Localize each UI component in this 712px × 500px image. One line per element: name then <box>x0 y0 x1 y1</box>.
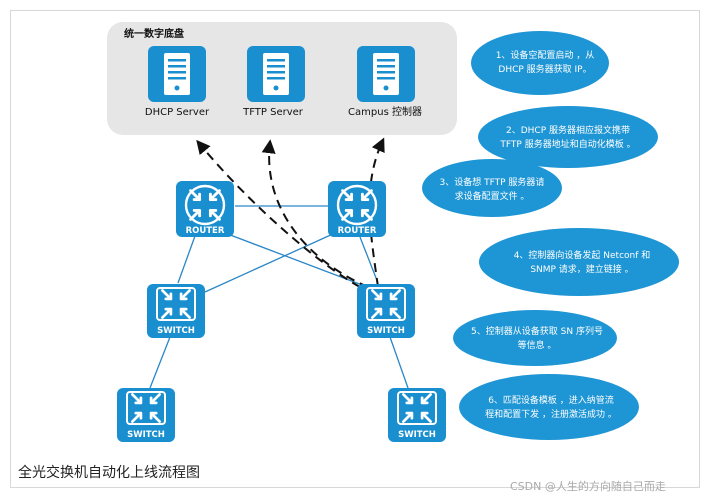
server-label-campus: Campus 控制器 <box>348 105 422 118</box>
step-bubble-5: 5、控制器从设备获取 SN 序列号 等信息 。 <box>453 310 617 366</box>
link-router1-switch1 <box>177 235 196 284</box>
step-bubble-2: 2、DHCP 服务器相应报文携带 TFTP 服务器地址和自动化模板 。 <box>478 106 658 168</box>
server-tftp <box>247 46 305 102</box>
link-router2-switch2 <box>359 236 379 284</box>
step-3-line-2: 求设备配置文件 。 <box>455 190 530 202</box>
step-6-line-1: 6、匹配设备模板 ，进入纳管流 <box>488 394 614 406</box>
step-4-line-1: 4、控制器向设备发起 Netconf 和 <box>514 249 651 261</box>
server-icon <box>247 46 305 102</box>
switch-label: SWITCH <box>157 326 195 336</box>
step-5-line-1: 5、控制器从设备获取 SN 序列号 <box>471 325 603 337</box>
link-router2-switch1 <box>204 232 336 293</box>
switch-3: SWITCH <box>117 388 175 442</box>
server-icon <box>357 46 415 102</box>
switch-label: SWITCH <box>398 430 436 440</box>
switch-label: SWITCH <box>367 326 405 336</box>
switch-2: SWITCH <box>357 284 415 338</box>
platform-title: 统一数字底盘 <box>124 27 184 40</box>
flow-arrow-to-tftp <box>261 139 369 288</box>
step-bubble-4: 4、控制器向设备发起 Netconf 和 SNMP 请求，建立链接 。 <box>479 228 679 296</box>
switch-4: SWITCH <box>388 388 446 442</box>
watermark: CSDN @人生的方向随自己而走 <box>510 480 666 493</box>
step-5-line-2: 等信息 。 <box>518 339 557 351</box>
server-dhcp <box>148 46 206 102</box>
router-2: ROUTER <box>328 181 386 237</box>
server-label-dhcp: DHCP Server <box>145 107 210 118</box>
server-label-tftp: TFTP Server <box>242 107 304 118</box>
switch-1: SWITCH <box>147 284 205 338</box>
step-bubbles: 1、设备空配置启动 ，从 DHCP 服务器获取 IP。 2、DHCP 服务器相应… <box>422 31 679 440</box>
router-1: ROUTER <box>176 181 234 237</box>
step-3-line-1: 3、设备想 TFTP 服务器请 <box>440 176 545 188</box>
step-6-line-2: 程和配置下发 ，注册激活成功 。 <box>485 408 617 420</box>
server-icon <box>148 46 206 102</box>
network-links <box>149 205 409 389</box>
diagram-caption: 全光交换机自动化上线流程图 <box>18 465 200 481</box>
step-2-line-2: TFTP 服务器地址和自动化模板 。 <box>499 138 635 150</box>
step-2-line-1: 2、DHCP 服务器相应报文携带 <box>506 124 630 136</box>
server-campus <box>357 46 415 102</box>
link-switch2-switch4 <box>389 336 409 389</box>
router-label: ROUTER <box>338 226 377 236</box>
step-bubble-6: 6、匹配设备模板 ，进入纳管流 程和配置下发 ，注册激活成功 。 <box>459 374 639 440</box>
router-label: ROUTER <box>186 226 225 236</box>
step-1-line-1: 1、设备空配置启动 ，从 <box>496 49 595 61</box>
step-bubble-1: 1、设备空配置启动 ，从 DHCP 服务器获取 IP。 <box>471 31 609 95</box>
step-4-line-2: SNMP 请求，建立链接 。 <box>530 263 633 275</box>
step-1-line-2: DHCP 服务器获取 IP。 <box>498 63 591 75</box>
link-switch1-switch3 <box>149 336 171 389</box>
flow-arrow-to-dhcp <box>196 139 361 288</box>
switch-label: SWITCH <box>127 430 165 440</box>
step-bubble-3: 3、设备想 TFTP 服务器请 求设备配置文件 。 <box>422 159 562 217</box>
